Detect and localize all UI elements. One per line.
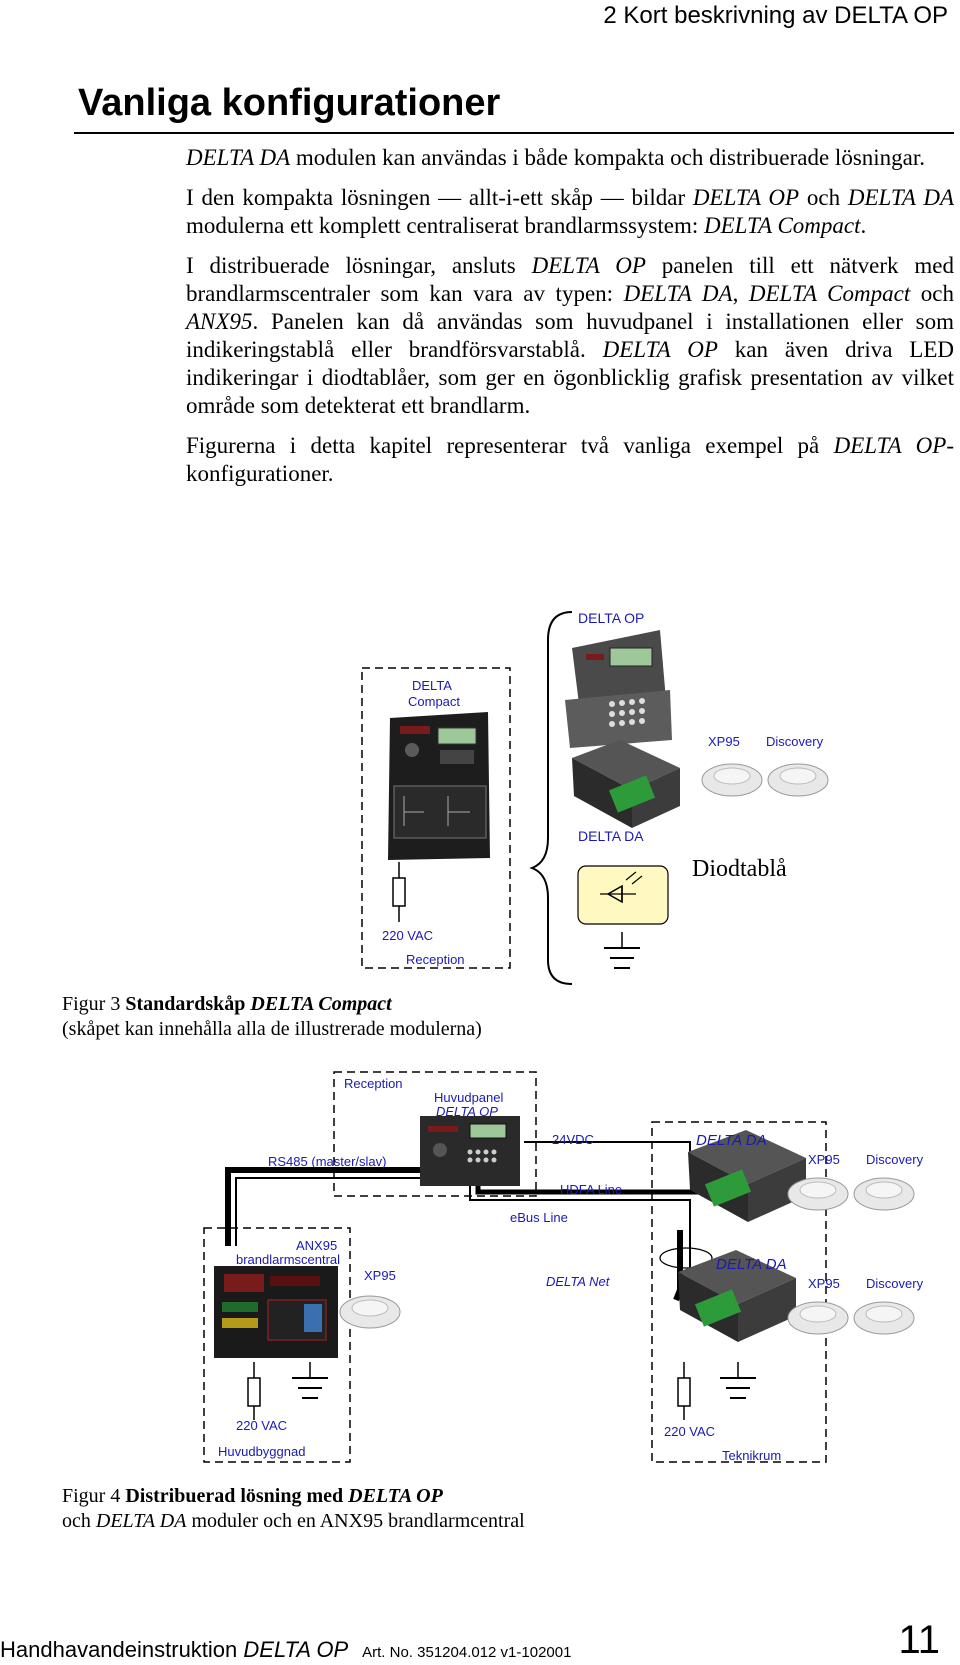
smoke-detector-icon (853, 1301, 915, 1335)
label-discovery-2: Discovery (866, 1276, 924, 1291)
delta-da-module-device (572, 740, 680, 828)
led-indicator-icon (577, 865, 669, 925)
paragraph-4: Figurerna i detta kapitel representerar … (186, 433, 954, 486)
label-delta-compact-1: DELTA (412, 678, 452, 693)
rs485-cable (225, 1167, 422, 1246)
smoke-detector-icon (787, 1177, 849, 1211)
label-hdfa-line: HDFA Line (560, 1182, 623, 1197)
label-anx95: ANX95 (296, 1238, 338, 1253)
label-delta-op: DELTA OP (578, 610, 645, 626)
fuse-icon (247, 1362, 261, 1420)
label-delta-da: DELTA DA (578, 828, 644, 844)
label-delta-da-2: DELTA DA (716, 1256, 787, 1273)
delta-da-module-device (678, 1250, 796, 1342)
compact-cabinet-outline (361, 667, 511, 969)
vdc-cable (524, 1141, 691, 1170)
footer: Handhavandeinstruktion DELTA OP Art. No. … (0, 1637, 571, 1663)
label-discovery: Discovery (766, 734, 824, 749)
ground-icon (604, 932, 640, 969)
ebus-cable (469, 1180, 691, 1270)
label-xp95-2: XP95 (808, 1276, 840, 1291)
label-diodtabla: Diodtablå (692, 856, 787, 882)
label-huvudbyggnad: Huvudbyggnad (218, 1444, 306, 1459)
fuse-icon (677, 1362, 691, 1420)
footer-art-no: Art. No. 351204.012 v1-102001 (362, 1644, 572, 1661)
label-delta-da-1: DELTA DA (696, 1132, 767, 1149)
reception-outline (333, 1071, 537, 1197)
figure3-brace (529, 611, 573, 985)
label-delta-compact-2: Compact (408, 694, 461, 709)
label-ebus-line: eBus Line (510, 1210, 568, 1225)
ground-icon (720, 1362, 756, 1399)
anx95-device (214, 1266, 338, 1358)
label-huvudpanel: Huvudpanel (434, 1090, 504, 1105)
huvudbyggnad-outline (203, 1227, 351, 1463)
label-xp95: XP95 (708, 734, 740, 749)
label-discovery-1: Discovery (866, 1152, 924, 1167)
compact-cabinet-device (388, 712, 490, 860)
paragraph-3: I distribuerade lösningar, ansluts DELTA… (186, 253, 955, 418)
fuse-icon (392, 862, 406, 922)
paragraph-1: DELTA DA modulen kan användas i både kom… (186, 145, 926, 170)
footer-manual: Handhavandeinstruktion (0, 1637, 244, 1662)
figure4-caption: Figur 4 Distribuerad lösning med DELTA O… (62, 1485, 525, 1532)
smoke-detector-icon (339, 1295, 401, 1329)
huvudpanel-device (420, 1116, 520, 1186)
label-24vdc: 24VDC (552, 1132, 594, 1147)
smoke-detector-icon (701, 763, 763, 797)
smoke-detector-icon (853, 1177, 915, 1211)
label-220vac: 220 VAC (382, 928, 434, 943)
delta-da-module-device (688, 1130, 806, 1222)
ground-icon (292, 1362, 328, 1399)
delta-op-panel-device (565, 630, 672, 748)
smoke-detector-icon (787, 1301, 849, 1335)
label-reception: Reception (406, 952, 465, 967)
label-brandlarmscentral: brandlarmscentral (236, 1252, 341, 1267)
label-teknikrum: Teknikrum (722, 1448, 782, 1463)
page-number: 11 (898, 1618, 940, 1662)
label-rs485: RS485 (master/slav) (268, 1154, 387, 1169)
teknikrum-outline (651, 1121, 827, 1463)
section-title: Vanliga konfigurationer (78, 82, 501, 124)
body-text: DELTA DA modulen kan användas i både kom… (186, 144, 954, 500)
label-220vac-1: 220 VAC (236, 1418, 288, 1433)
label-xp95-1: XP95 (808, 1152, 840, 1167)
label-xp95-anx: XP95 (364, 1268, 396, 1283)
footer-product: DELTA OP (243, 1637, 349, 1662)
label-reception-f4: Reception (344, 1076, 403, 1091)
label-delta-net: DELTA Net (546, 1274, 610, 1289)
running-header: 2 Kort beskrivning av DELTA OP (603, 2, 948, 29)
smoke-detector-icon (767, 763, 829, 797)
label-huvudpanel-delta-op: DELTA OP (436, 1104, 498, 1119)
figure3-caption: Figur 3 Standardskåp DELTA Compact (skåp… (62, 993, 482, 1040)
paragraph-2: I den kompakta lösningen — allt-i-ett sk… (186, 185, 955, 238)
label-220vac-2: 220 VAC (664, 1424, 716, 1439)
title-rule (74, 132, 954, 134)
